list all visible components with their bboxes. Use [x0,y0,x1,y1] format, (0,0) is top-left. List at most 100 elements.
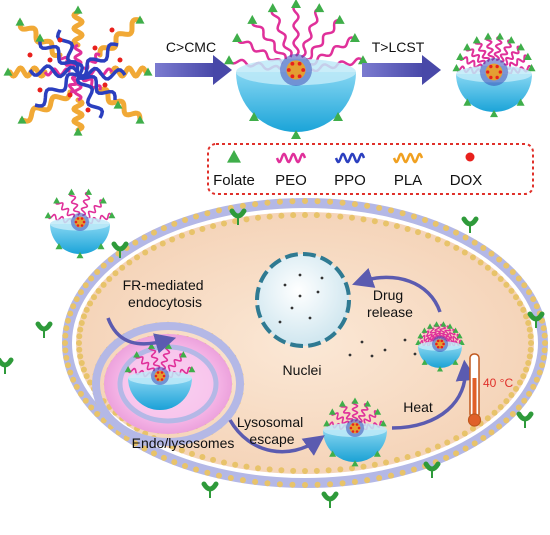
lipid-head [232,218,239,225]
folate-icon [267,3,278,13]
lipid-head [266,213,273,220]
lipid-head [351,478,358,485]
lipid-head [484,415,491,422]
dox-dot [440,339,444,343]
step2-label: T>LCST [372,39,425,55]
lipid-head [484,264,491,271]
folate-icon [440,321,447,327]
lipid-head [278,212,285,219]
dox-dot [27,52,33,58]
peo-chain [474,39,491,63]
lipid-head [243,216,250,223]
lipid-head [276,481,283,488]
peo-chain [306,18,340,61]
lipid-head [227,475,234,482]
dox-dot [109,27,115,33]
lipid-head [78,319,85,326]
drug-release-label: Drug release [367,287,413,320]
folate-icon [188,365,196,373]
folate-icon [523,52,532,60]
lipid-head [204,210,211,217]
lipid-head [337,466,344,473]
lipid-head [540,325,547,332]
lipid-head [91,294,98,301]
lipid-head [264,199,271,206]
dox-dot [351,430,355,433]
dox-dot [117,57,123,63]
lipid-head [178,447,185,454]
lipid-head [255,465,262,472]
dox-dot [102,82,108,88]
lipid-head [94,411,101,417]
lipid-head [541,347,548,354]
lipid-head [278,467,285,474]
lipid-head [171,459,178,466]
folate-icon [338,400,346,407]
lipid-head [480,244,487,251]
lipid-head [302,212,308,218]
dox-dot [360,340,364,344]
folate-receptor-icon [0,357,14,368]
dox-dot [74,220,78,224]
lipid-head [444,240,451,247]
legend-label: PEO [275,172,307,189]
wavy-line-icon [334,152,366,164]
folate-icon [351,397,359,404]
lipid-head [530,296,537,303]
lipid-head [289,481,296,488]
folate-icon [44,211,52,219]
dox-dot [357,426,361,430]
dox-dot [355,430,359,433]
folate-icon [421,327,428,333]
folate-icon [452,64,461,72]
lipid-head [87,300,94,307]
lipid-head [313,467,320,474]
legend-label: PPO [334,172,366,189]
triangle-icon [227,150,241,163]
ppo-chain [28,64,127,81]
folate-receptor-icon [461,216,479,227]
lipid-head [100,262,107,269]
drug-in-nucleus [308,316,312,320]
lipid-head [520,306,527,313]
lipid-head [76,333,83,340]
dox-dot [47,57,53,63]
dox-dot [156,378,160,381]
lipid-head [542,340,548,346]
lipid-head [469,254,476,261]
lipid-head [382,220,389,227]
folate-icon [472,36,481,44]
lipid-head [88,275,95,282]
lipid-head [87,379,94,386]
lipid-head [327,198,334,205]
nuclear-envelope-segment [273,334,287,345]
folate-icon [463,43,472,51]
folate-icon [456,52,465,60]
folate-icon [437,366,443,372]
lipid-head [477,259,484,266]
lipid-head [480,435,487,442]
dox-dot [495,75,499,80]
lipid-head [497,276,504,282]
lipid-head [521,397,528,404]
legend-item: PPO [334,152,366,189]
peo-chain [68,75,78,94]
dox-dot [80,224,84,227]
lipid-head [528,340,534,346]
lipid-head [523,366,530,373]
folate-icon [427,323,434,329]
folate-icon [133,351,141,358]
lipid-head [255,214,262,221]
lipid-head [215,207,222,214]
cell-membrane-lipids [62,198,548,488]
lipid-head [491,270,498,277]
folate-icon [516,43,525,51]
lipid-head [443,225,450,232]
folate-receptor-icon [527,311,545,322]
peo-chain [357,402,369,423]
legend-label: Folate [213,172,255,189]
lipid-head [82,397,89,404]
pla-chain [97,17,143,58]
lipid-head [78,360,85,367]
